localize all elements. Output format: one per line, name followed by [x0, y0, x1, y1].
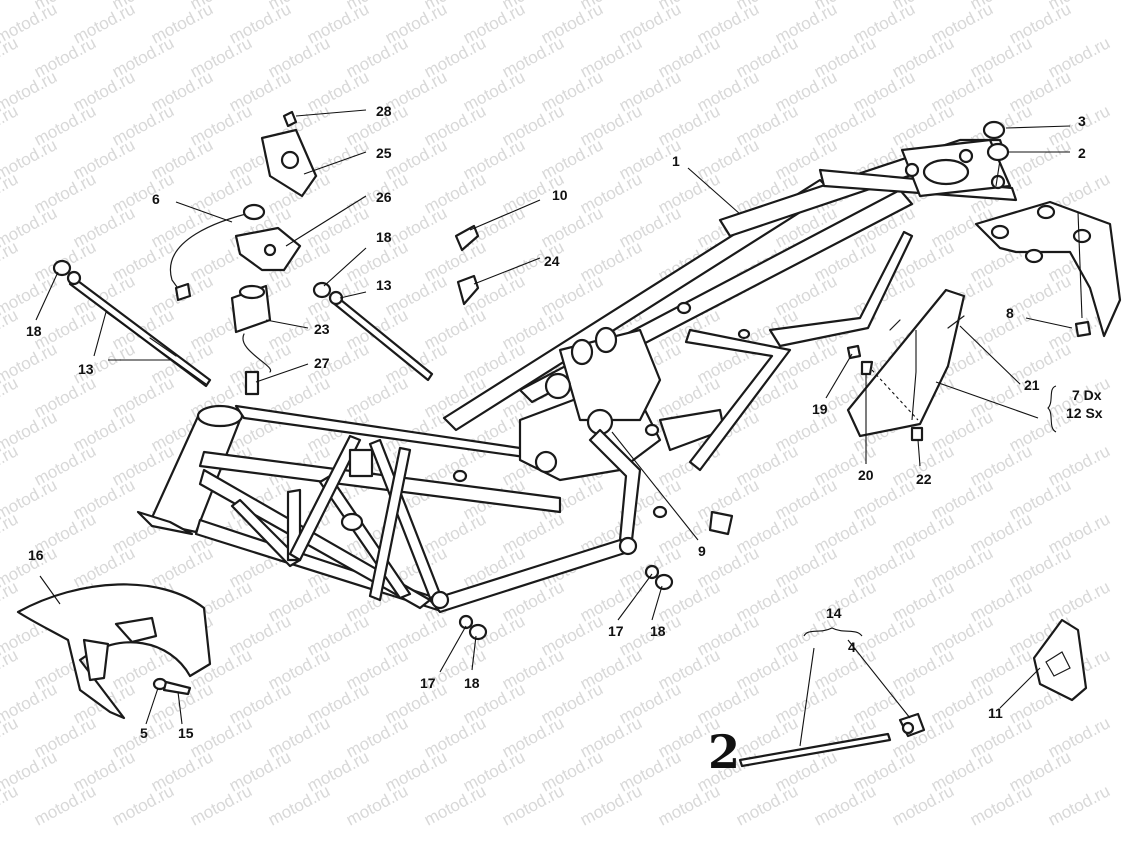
callout-8: 8 — [1006, 305, 1014, 321]
watermark-text: motod.ru — [0, 33, 21, 81]
callout-18-right: 18 — [650, 623, 666, 639]
callout-5: 5 — [140, 725, 148, 741]
callout-4: 4 — [848, 639, 856, 655]
pin-10 — [454, 224, 480, 252]
bush-17-b — [458, 614, 474, 630]
callout-17-left: 17 — [420, 675, 436, 691]
watermark-text: motod.ru — [0, 645, 21, 693]
callout-18-bottom: 18 — [464, 675, 480, 691]
callout-23: 23 — [314, 321, 330, 337]
switch-23 — [230, 284, 272, 334]
callout-11: 11 — [988, 705, 1003, 721]
callout-3: 3 — [1078, 113, 1086, 129]
callout-19: 19 — [812, 401, 828, 417]
callout-2: 2 — [1078, 145, 1086, 161]
watermark-text: motod.ru — [421, 781, 489, 829]
watermark-text: motod.ru — [265, 781, 333, 829]
watermark-text: motod.ru — [733, 781, 801, 829]
cover-25 — [260, 128, 318, 198]
bush-17-a — [644, 564, 660, 580]
callout-21: 21 — [1024, 377, 1040, 393]
callout-28: 28 — [376, 103, 392, 119]
watermark-text: motod.ru — [0, 781, 21, 829]
callout-18-far-left: 18 — [26, 323, 42, 339]
bush-18-a — [52, 259, 72, 277]
watermark-text: motod.ru — [343, 781, 411, 829]
callout-24: 24 — [544, 253, 560, 269]
watermark-text: motod.ru — [655, 781, 723, 829]
fitting-4 — [898, 712, 926, 738]
watermark-text: motod.ru — [0, 441, 21, 489]
watermark-text: motod.ru — [0, 305, 21, 353]
callout-15: 15 — [178, 725, 194, 741]
watermark-text: motod.ru — [187, 781, 255, 829]
watermark-text: motod.ru — [0, 169, 21, 217]
watermark-text: motod.ru — [0, 0, 21, 14]
sensor-27 — [244, 370, 260, 396]
callout-17-right: 17 — [608, 623, 624, 639]
bush-18-d — [468, 623, 488, 641]
rod-14 — [738, 732, 892, 768]
watermark-text: motod.ru — [109, 781, 177, 829]
watermark-text: motod.ru — [1045, 781, 1113, 829]
watermark-text: motod.ru — [0, 373, 21, 421]
part-11 — [1032, 618, 1088, 702]
watermark-text: motod.ru — [577, 781, 645, 829]
callout-26: 26 — [376, 189, 392, 205]
watermark-text: motod.ru — [0, 577, 21, 625]
watermark-text: motod.ru — [0, 509, 21, 557]
bush-18-b — [312, 281, 332, 299]
handwritten-mark: 2 — [708, 725, 740, 779]
watermark-text: motod.ru — [31, 781, 99, 829]
rubber-bush-9 — [708, 510, 734, 536]
callout-27: 27 — [314, 355, 330, 371]
rear-fender-bracket — [974, 200, 1122, 338]
cap-28 — [282, 110, 298, 128]
watermark-text: motod.ru — [0, 101, 21, 149]
watermark-text: motod.ru — [0, 237, 21, 285]
watermark-text: motod.ru — [811, 781, 879, 829]
bolt-13-left — [66, 270, 212, 388]
callout-22: 22 — [916, 471, 932, 487]
watermark-text: motod.ru — [967, 781, 1035, 829]
callout-16: 16 — [28, 547, 44, 563]
callout-9: 9 — [698, 543, 706, 559]
callout-25: 25 — [376, 145, 392, 161]
watermark-text: motod.ru — [499, 781, 567, 829]
callout-6: 6 — [152, 191, 160, 207]
cable-6 — [169, 203, 272, 373]
main-frame — [136, 138, 1018, 614]
leader-lines — [35, 109, 1083, 747]
callout-10: 10 — [552, 187, 568, 203]
callout-18-center: 18 — [376, 229, 392, 245]
bracket-26 — [234, 226, 302, 272]
side-note-right: 7 Dx — [1072, 387, 1102, 403]
washer-2 — [986, 142, 1010, 162]
callout-14: 14 — [826, 605, 842, 621]
side-panel — [846, 288, 966, 438]
callout-1: 1 — [672, 153, 680, 169]
screw-20 — [860, 360, 874, 376]
callout-13-left: 13 — [78, 361, 94, 377]
callout-13-right: 13 — [376, 277, 392, 293]
watermark-text: motod.ru — [0, 713, 21, 761]
watermark-text: motod.ru — [889, 781, 957, 829]
screw-22 — [910, 426, 924, 442]
bush-18-c — [654, 573, 674, 591]
front-mudguard-16 — [16, 583, 212, 720]
callout-20: 20 — [858, 467, 874, 483]
side-note-left: 12 Sx — [1066, 405, 1103, 421]
bolt-13-right — [328, 290, 434, 382]
screw-15 — [162, 680, 192, 696]
screw-19 — [846, 344, 862, 360]
washer-3 — [982, 120, 1006, 140]
pin-24 — [456, 274, 480, 306]
callout-labels: 1 2 3 4 5 6 8 9 10 11 13 13 14 15 16 17 … — [26, 103, 1103, 741]
